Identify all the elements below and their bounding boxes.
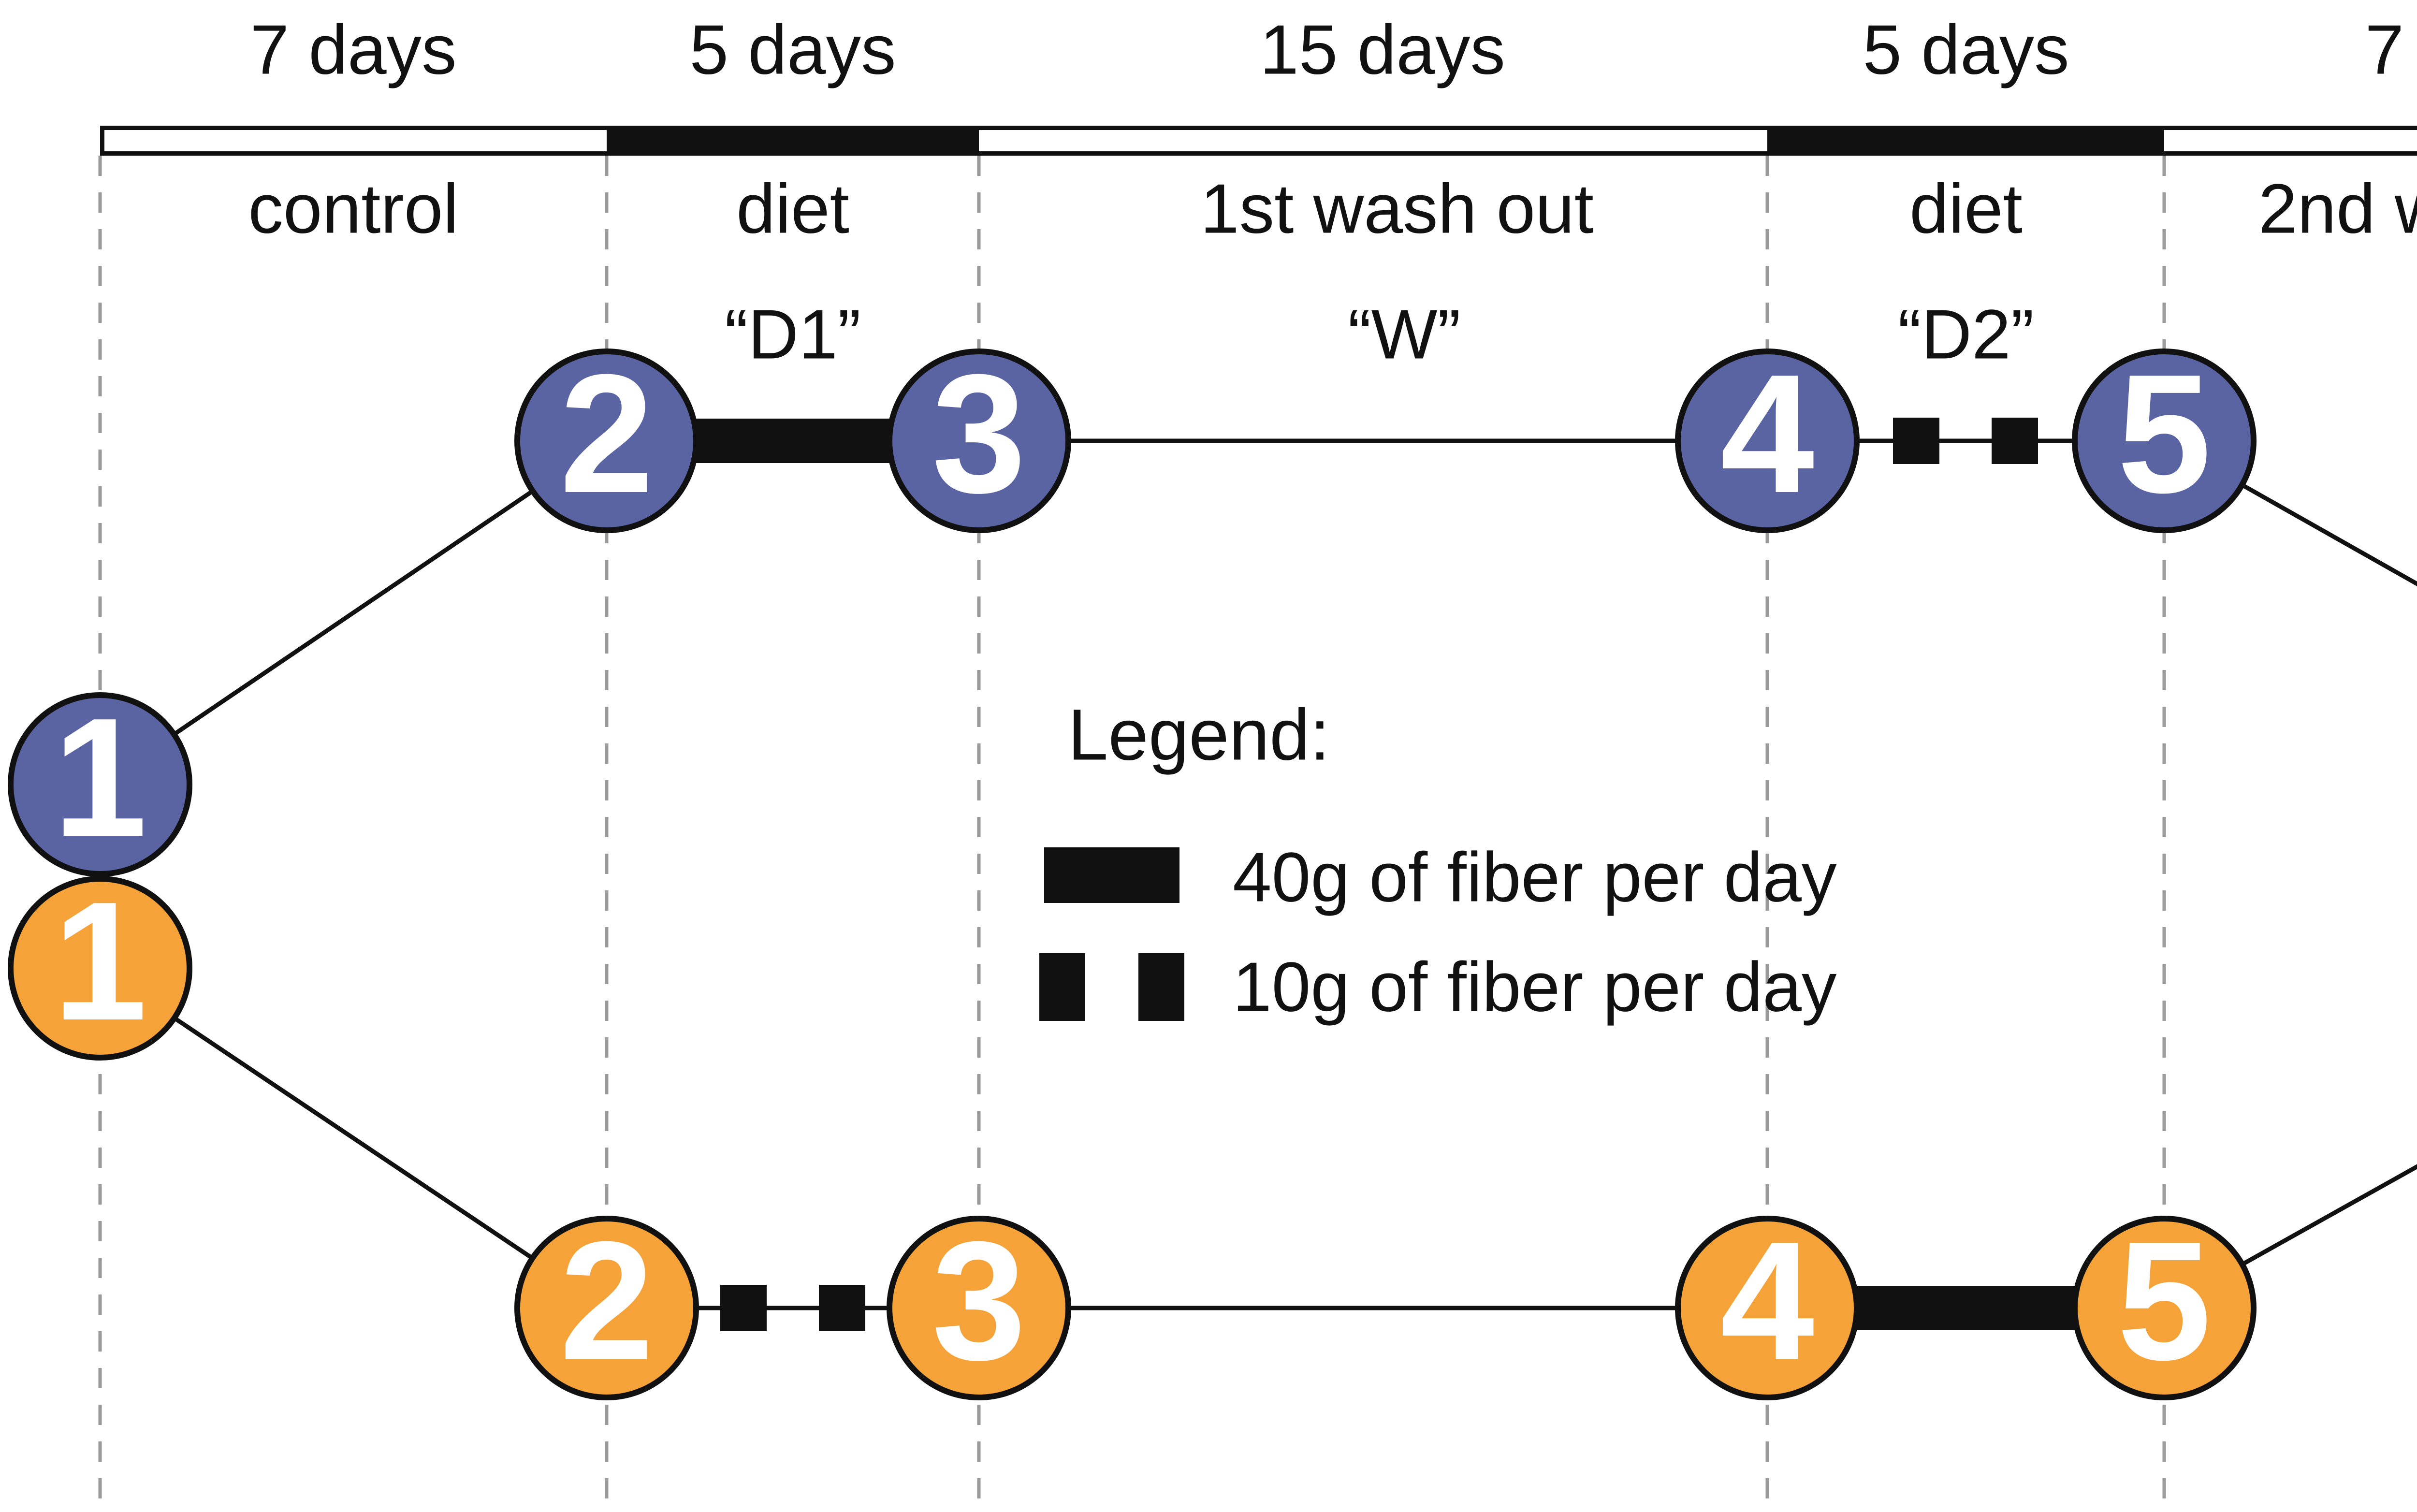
legend-swatch-10g-square-a [1039,953,1085,1021]
visit-circle-blue-3: 3 [887,349,1071,533]
phase-label-diet1: diet [736,169,849,248]
timeline-diet-segment-2 [1767,126,2164,156]
phase-label-washout2: 2nd wash out [2258,169,2417,248]
phase-label-control: control [248,169,459,248]
visit-number: 4 [1720,1207,1815,1396]
visit-number: 3 [932,339,1026,528]
connector-blue-5-6 [2163,439,2417,586]
visit-circle-orange-3: 3 [887,1216,1071,1400]
visit-circle-orange-2: 2 [514,1216,699,1400]
fiber-10g-marker-orange-2-3-a [720,1285,767,1331]
connector-blue-1-2 [99,439,608,786]
legend-label-10g: 10g of fiber per day [1233,947,1837,1026]
legend-swatch-10g-square-b [1138,953,1184,1021]
visit-circle-blue-5: 5 [2072,349,2257,533]
phase-label-washout1: 1st wash out [1200,169,1594,248]
timeline-diet-segment-1 [607,126,979,156]
visit-number: 5 [2117,339,2212,528]
visit-number: 2 [559,1207,654,1396]
duration-label-diet2: 5 days [1863,10,2069,89]
visit-number: 3 [932,1207,1026,1396]
duration-label-washout2: 7 days [2365,10,2417,89]
code-label-w: “W” [1348,295,1461,374]
legend-title: Legend: [1068,694,1330,775]
visit-number: 1 [53,683,147,872]
visit-number: 4 [1720,339,1815,528]
connector-orange-1-2 [99,966,608,1310]
visit-circle-blue-1: 1 [8,692,192,877]
duration-label-control: 7 days [250,10,457,89]
visit-number: 5 [2117,1207,2212,1396]
fiber-10g-marker-blue-4-5-a [1893,418,1939,464]
visit-circle-orange-1: 1 [8,876,192,1061]
connector-orange-5-6 [2163,1164,2417,1310]
code-label-d1: “D1” [725,295,861,374]
visit-circle-orange-4: 4 [1675,1216,1860,1400]
visit-circle-blue-2: 2 [514,349,699,533]
visit-circle-orange-5: 5 [2072,1216,2257,1400]
visit-circle-blue-4: 4 [1675,349,1860,533]
fiber-10g-marker-orange-2-3-b [819,1285,865,1331]
visit-number: 1 [53,867,147,1056]
legend-label-40g: 40g of fiber per day [1233,838,1837,916]
visit-number: 2 [559,339,654,528]
phase-label-diet2: diet [1909,169,2023,248]
code-label-d2: “D2” [1898,295,2034,374]
legend-swatch-40g-bar [1044,847,1179,903]
duration-label-diet1: 5 days [689,10,896,89]
duration-label-washout1: 15 days [1260,10,1505,89]
fiber-10g-marker-blue-4-5-b [1992,418,2038,464]
